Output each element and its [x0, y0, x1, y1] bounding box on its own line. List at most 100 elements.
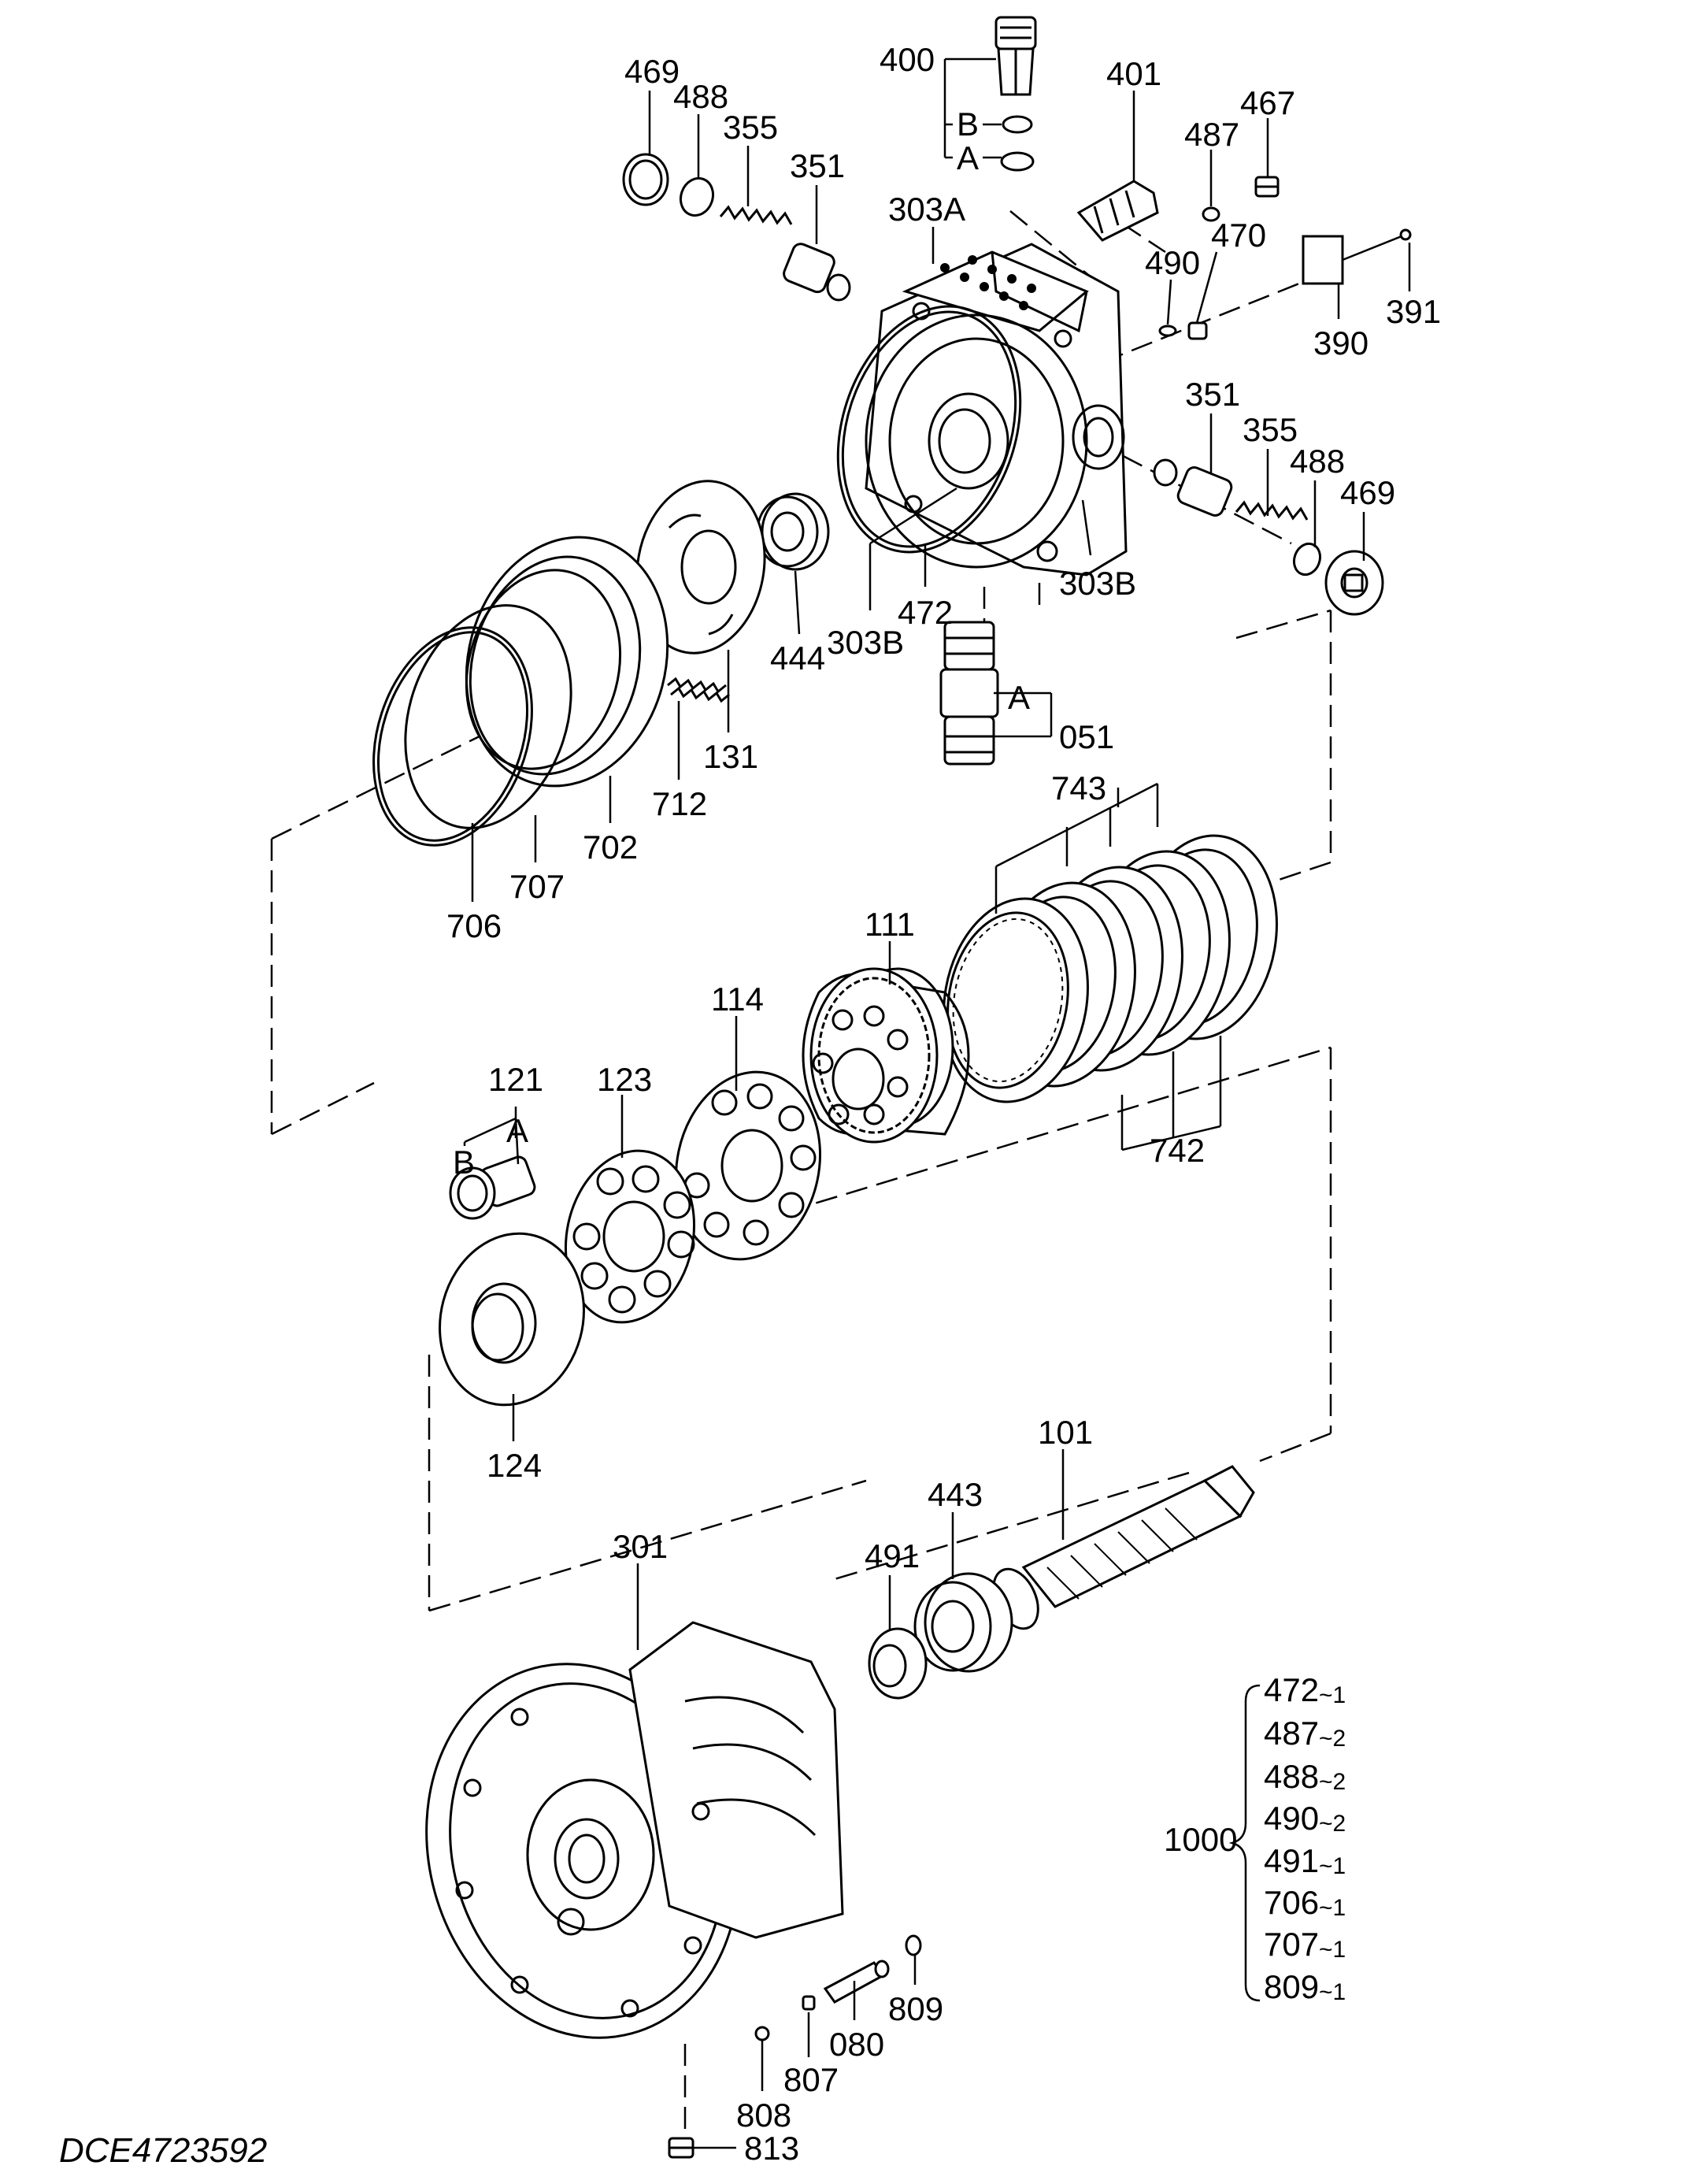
kit-brace	[1228, 1684, 1261, 2002]
o-ring-707	[404, 604, 572, 829]
label-131: 131	[703, 738, 758, 775]
svg-text:~1: ~1	[1319, 1979, 1346, 2005]
kit-1000-list: 1000 472 ~1 487 ~2 488 ~2 490 ~2 491 ~1 …	[1164, 1671, 1346, 2005]
kit-label: 1000	[1164, 1821, 1237, 1858]
label-101: 101	[1038, 1414, 1093, 1451]
label-051: 051	[1059, 718, 1114, 755]
svg-text:488: 488	[1264, 1758, 1319, 1795]
label-443: 443	[928, 1476, 983, 1513]
label-470: 470	[1211, 217, 1266, 254]
label-487: 487	[1184, 116, 1239, 153]
label-472: 472	[898, 594, 953, 631]
label-400-A: A	[957, 139, 979, 176]
svg-text:491: 491	[1264, 1842, 1319, 1879]
svg-text:706: 706	[1264, 1884, 1319, 1921]
svg-text:~1: ~1	[1319, 1937, 1346, 1963]
valve-cartridge-051	[939, 621, 999, 766]
label-488-b: 488	[1290, 443, 1345, 480]
plug-401	[1076, 180, 1159, 242]
svg-text:487: 487	[1264, 1715, 1319, 1752]
kit-row-1: 487 ~2	[1264, 1715, 1346, 1752]
kit-row-0: 472 ~1	[1264, 1671, 1346, 1708]
label-707: 707	[509, 868, 565, 905]
label-742: 742	[1150, 1132, 1205, 1169]
o-ring-706	[372, 626, 533, 847]
svg-text:490: 490	[1264, 1800, 1319, 1837]
check-valve-400	[994, 16, 1037, 172]
shoe-plate-123	[564, 1149, 696, 1324]
label-303B-right: 303B	[1059, 565, 1136, 602]
plug-813	[668, 2137, 694, 2159]
svg-text:809: 809	[1264, 1968, 1319, 2005]
part-labels: 469 488 355 351 400 B A 401 487 467 303A…	[446, 41, 1441, 2167]
label-400: 400	[880, 41, 935, 78]
o-ring-487	[1202, 206, 1220, 222]
leader-lines	[463, 57, 1411, 2149]
label-467: 467	[1240, 84, 1295, 121]
label-712: 712	[652, 785, 707, 822]
label-488: 488	[673, 78, 728, 115]
label-400-B: B	[957, 106, 979, 143]
piston-121	[449, 1155, 536, 1220]
label-401: 401	[1106, 55, 1161, 92]
relief-valve-set-upper	[622, 153, 851, 302]
label-121-A: A	[506, 1112, 528, 1149]
oil-seal-491	[868, 1627, 928, 1700]
label-303A: 303A	[888, 191, 965, 228]
label-490: 490	[1145, 244, 1200, 281]
svg-text:472: 472	[1264, 1671, 1319, 1708]
label-808: 808	[736, 2097, 791, 2134]
svg-text:~2: ~2	[1319, 1769, 1346, 1795]
relief-valve-set-lower	[1153, 458, 1384, 616]
bearing-444	[756, 492, 830, 571]
label-813: 813	[744, 2130, 799, 2167]
valve-plate-131	[635, 480, 766, 654]
spring-712	[667, 677, 730, 703]
drive-shaft-101	[992, 1465, 1255, 1630]
valve-cover-303A	[865, 243, 1128, 577]
bearing-443	[913, 1572, 1013, 1673]
label-743: 743	[1051, 769, 1106, 806]
label-469-b: 469	[1340, 474, 1395, 511]
label-807: 807	[783, 2061, 839, 2098]
label-121-B: B	[453, 1144, 475, 1181]
cylinder-block-111	[802, 967, 970, 1144]
svg-text:~2: ~2	[1319, 1726, 1346, 1752]
label-355-b: 355	[1243, 411, 1298, 448]
svg-text:~2: ~2	[1319, 1811, 1346, 1837]
label-391: 391	[1386, 293, 1441, 330]
kit-row-2: 488 ~2	[1264, 1758, 1346, 1795]
label-123: 123	[597, 1061, 652, 1098]
kit-row-3: 490 ~2	[1264, 1800, 1346, 1837]
label-491: 491	[865, 1537, 920, 1574]
label-121: 121	[488, 1061, 543, 1098]
label-809: 809	[888, 1990, 943, 2027]
label-124: 124	[487, 1447, 542, 1484]
label-051-A: A	[1008, 679, 1030, 716]
drawing-code: DCE4723592	[59, 2131, 267, 2170]
o-ring-809	[905, 1934, 922, 1956]
rivet-391	[1399, 228, 1412, 241]
label-390: 390	[1313, 324, 1369, 362]
plug-467	[1254, 176, 1280, 198]
kit-row-5: 706 ~1	[1264, 1884, 1346, 1921]
kit-row-7: 809 ~1	[1264, 1968, 1346, 2005]
label-469: 469	[624, 53, 680, 90]
shaft-pin-080	[823, 1960, 890, 2004]
svg-text:~1: ~1	[1319, 1682, 1346, 1708]
o-ring-472	[836, 305, 1022, 554]
swash-plate-124	[439, 1232, 585, 1407]
label-351-b: 351	[1185, 376, 1240, 413]
label-706: 706	[446, 907, 502, 944]
o-ring-490	[1158, 324, 1177, 337]
label-114: 114	[711, 981, 764, 1018]
svg-text:~1: ~1	[1319, 1853, 1346, 1879]
svg-text:~1: ~1	[1319, 1895, 1346, 1921]
label-303B-left: 303B	[827, 624, 904, 661]
kit-row-6: 707 ~1	[1264, 1926, 1346, 1963]
label-355: 355	[723, 109, 778, 146]
ball-808	[754, 2026, 770, 2041]
label-111: 111	[865, 906, 915, 943]
plug-470	[1187, 321, 1208, 340]
